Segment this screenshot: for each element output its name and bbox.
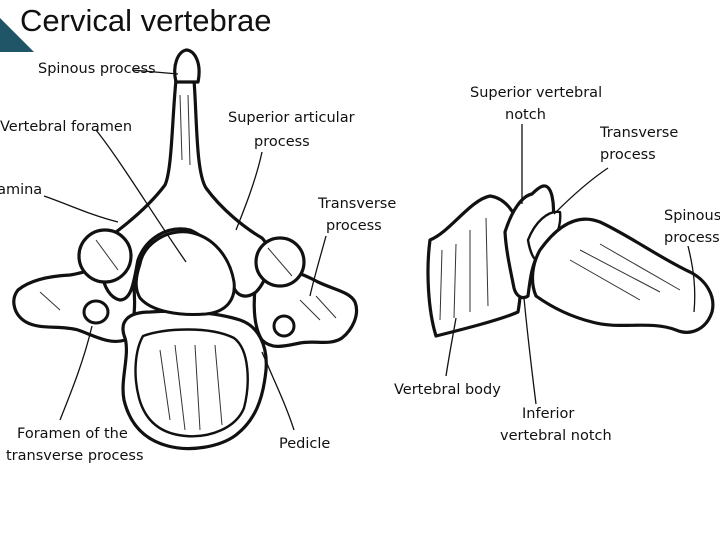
label-pedicle: Pedicle (279, 436, 330, 452)
label-foramen-transverse-2: transverse process (6, 448, 144, 464)
label-spinous-right-1: Spinous (664, 208, 720, 224)
label-foramen-transverse-1: Foramen of the (17, 426, 128, 442)
label-inferior-notch-1: Inferior (522, 406, 574, 422)
label-superior-notch-1: Superior vertebral (470, 85, 602, 101)
label-inferior-notch-2: vertebral notch (500, 428, 612, 444)
label-transverse-left-2: process (326, 218, 382, 234)
right-transverse-foramen (274, 316, 294, 336)
label-vertebral-foramen: Vertebral foramen (0, 119, 132, 135)
label-spinous-right-2: process (664, 230, 720, 246)
vertebral-body-inner (136, 330, 248, 437)
label-transverse-right-2: process (600, 147, 656, 163)
left-transverse-foramen (84, 301, 108, 323)
label-superior-notch-2: notch (505, 107, 546, 123)
label-lamina: Lamina (0, 182, 42, 198)
label-transverse-left-1: Transverse (317, 196, 396, 212)
label-vertebral-body: Vertebral body (394, 382, 501, 398)
left-articular-process (79, 230, 131, 282)
label-spinous-process-left: Spinous process (38, 61, 156, 77)
label-transverse-right-1: Transverse (599, 125, 678, 141)
label-superior-articular-1: Superior articular (228, 110, 355, 126)
spinous-process-tip (175, 50, 199, 82)
label-superior-articular-2: process (254, 134, 310, 150)
